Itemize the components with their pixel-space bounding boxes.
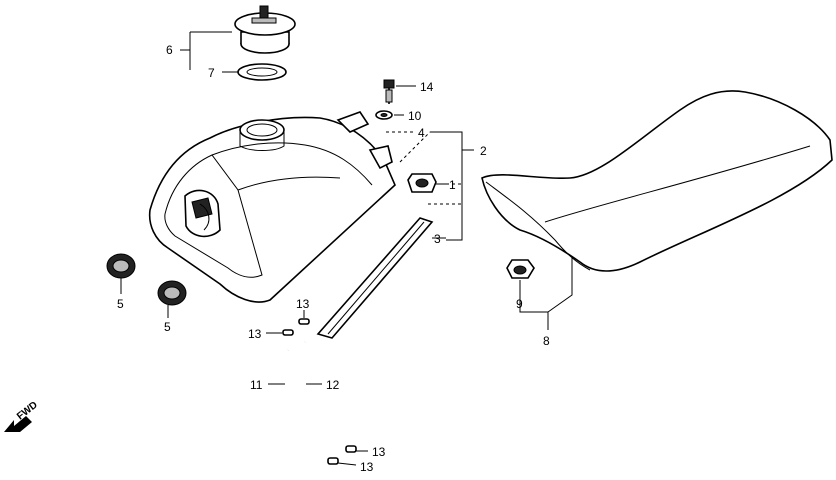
arrow-left-down-icon <box>4 416 32 432</box>
side-knob-1 <box>106 253 136 279</box>
callout-9: 9 <box>516 297 523 311</box>
callout-4: 4 <box>418 126 425 140</box>
callout-11: 11 <box>250 378 263 392</box>
seat-grommet <box>506 259 535 279</box>
callout-8: 8 <box>543 334 550 348</box>
side-knob-2 <box>157 280 187 306</box>
callout-14: 14 <box>420 80 434 94</box>
seat <box>481 90 833 272</box>
tube-clip-2 <box>282 329 294 336</box>
fuel-tube-12 <box>299 341 349 455</box>
tank-bolt <box>383 79 395 104</box>
callout-3: 3 <box>434 232 441 246</box>
tank-pad <box>316 217 434 339</box>
fwd-indicator: FWD <box>4 400 40 432</box>
callout-2: 2 <box>480 144 487 158</box>
tube-clip-3 <box>345 445 357 453</box>
leader-lines <box>120 31 573 466</box>
mount-rubber <box>407 173 437 193</box>
callout-7: 7 <box>208 66 215 80</box>
callout-13d: 13 <box>360 460 374 474</box>
cap-gasket <box>237 63 287 81</box>
callout-5a: 5 <box>117 297 124 311</box>
callout-13b: 13 <box>248 327 262 341</box>
washer <box>375 110 393 120</box>
callout-5b: 5 <box>164 320 171 334</box>
callouts: 6 7 14 10 4 2 1 3 5 5 9 8 13 13 11 12 13… <box>117 43 550 474</box>
tube-clip-1 <box>298 318 310 325</box>
fuel-tank <box>148 111 396 303</box>
callout-1: 1 <box>449 178 456 192</box>
callout-10: 10 <box>408 109 422 123</box>
callout-6: 6 <box>166 43 173 57</box>
callout-13c: 13 <box>372 445 386 459</box>
callout-12: 12 <box>326 378 340 392</box>
tube-clip-4 <box>327 457 339 465</box>
callout-13a: 13 <box>296 297 310 311</box>
fuel-cap <box>234 5 296 54</box>
